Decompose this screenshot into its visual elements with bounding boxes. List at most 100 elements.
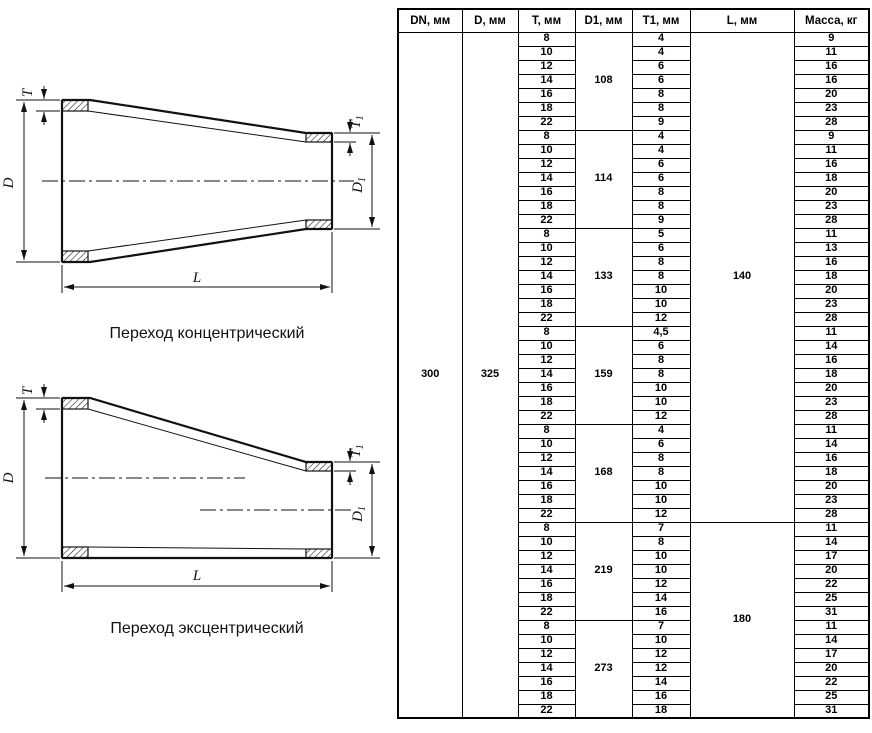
t-value: 18 [517, 591, 576, 607]
inner-wall-lines [87, 110, 307, 252]
dimension-T1: T1 [334, 444, 366, 485]
d1-value: 133 [574, 227, 633, 327]
reducer-outline [60, 98, 334, 264]
t1-value: 12 [631, 409, 691, 425]
t-value: 16 [517, 283, 576, 299]
d1-value: 168 [574, 423, 633, 523]
t1-value: 7 [631, 619, 691, 635]
t1-value: 8 [631, 101, 691, 117]
mass-value: 28 [793, 115, 870, 131]
t1-value: 14 [631, 675, 691, 691]
wall-section [305, 461, 333, 472]
t1-value: 8 [631, 255, 691, 271]
d1-value: 159 [574, 325, 633, 425]
t1-value: 6 [631, 73, 691, 89]
t-value: 14 [517, 269, 576, 285]
t-value: 10 [517, 143, 576, 159]
t1-value: 7 [631, 521, 691, 537]
t1-value: 10 [631, 633, 691, 649]
mass-value: 14 [793, 437, 870, 453]
t1-value: 12 [631, 661, 691, 677]
t1-value: 6 [631, 339, 691, 355]
t-value: 16 [517, 577, 576, 593]
t1-value: 12 [631, 577, 691, 593]
spec-col-header: Масса, кг [793, 8, 870, 33]
label-L: L [192, 568, 201, 584]
concentric-caption: Переход концентрический [110, 325, 305, 342]
t-value: 22 [517, 213, 576, 229]
t1-value: 10 [631, 395, 691, 411]
t1-value: 8 [631, 199, 691, 215]
mass-value: 16 [793, 73, 870, 89]
dimension-T: T [20, 86, 60, 125]
wall-section [61, 99, 89, 112]
mass-value: 11 [793, 227, 870, 243]
mass-value: 14 [793, 339, 870, 355]
mass-value: 16 [793, 353, 870, 369]
wall-section [305, 548, 333, 559]
mass-value: 20 [793, 283, 870, 299]
d1-value: 219 [574, 521, 633, 621]
t1-value: 5 [631, 227, 691, 243]
t1-value: 12 [631, 507, 691, 523]
spec-col-header: D, мм [461, 8, 519, 33]
mass-value: 16 [793, 255, 870, 271]
spec-col-header: T1, мм [631, 8, 691, 33]
label-T: T [20, 87, 36, 97]
mass-value: 11 [793, 619, 870, 635]
t1-value: 8 [631, 353, 691, 369]
dimension-L: L [61, 561, 333, 592]
mass-value: 23 [793, 297, 870, 313]
d1-value: 273 [574, 619, 633, 719]
label-D1: D1 [350, 506, 368, 523]
t1-value: 10 [631, 283, 691, 299]
dimension-D: D [1, 397, 60, 559]
t1-value: 4 [631, 129, 691, 145]
t-value: 18 [517, 493, 576, 509]
t1-value: 10 [631, 381, 691, 397]
mass-value: 22 [793, 675, 870, 691]
t-value: 14 [517, 661, 576, 677]
t1-value: 4 [631, 31, 691, 47]
t-value: 14 [517, 465, 576, 481]
label-D1-main: D [350, 182, 366, 194]
label-D: D [1, 177, 17, 189]
label-T: T [20, 385, 36, 395]
mass-value: 20 [793, 563, 870, 579]
extension-line [334, 461, 380, 559]
t-value: 8 [517, 521, 576, 537]
l-value: 140 [689, 31, 795, 523]
t-value: 8 [517, 619, 576, 635]
t1-value: 6 [631, 171, 691, 187]
label-D1-main: D [350, 511, 366, 523]
t-value: 22 [517, 409, 576, 425]
t-value: 18 [517, 297, 576, 313]
extension-line [16, 99, 60, 263]
mass-value: 28 [793, 507, 870, 523]
t-value: 12 [517, 549, 576, 565]
t1-value: 16 [631, 689, 691, 705]
t1-value: 10 [631, 297, 691, 313]
spec-col-header: T, мм [517, 8, 576, 33]
t-value: 22 [517, 115, 576, 131]
mass-value: 16 [793, 59, 870, 75]
l-value: 180 [689, 521, 795, 719]
t-value: 12 [517, 451, 576, 467]
t1-value: 16 [631, 605, 691, 621]
concentric-reducer-drawing: T D T1 D1 L Переход концентрический [1, 86, 380, 342]
